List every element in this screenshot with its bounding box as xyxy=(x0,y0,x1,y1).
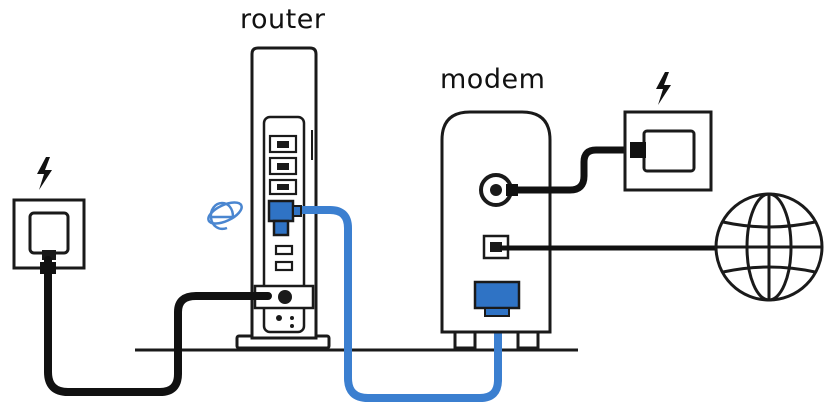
router-wan-connector xyxy=(267,199,302,237)
modem-power-cable xyxy=(512,146,630,194)
wan-port-marker-icon xyxy=(207,201,243,231)
globe-icon xyxy=(714,192,824,302)
modem-lan-connector xyxy=(473,280,521,317)
router-device xyxy=(235,46,331,350)
modem-label: modem xyxy=(440,64,546,95)
right-power-icon xyxy=(656,72,671,105)
ethernet-cable xyxy=(296,206,502,402)
left-power-icon xyxy=(37,157,52,190)
modem-device xyxy=(440,110,552,350)
router-power-cable xyxy=(44,256,272,396)
router-label: router xyxy=(240,4,326,35)
right-wall-outlet xyxy=(623,110,713,192)
